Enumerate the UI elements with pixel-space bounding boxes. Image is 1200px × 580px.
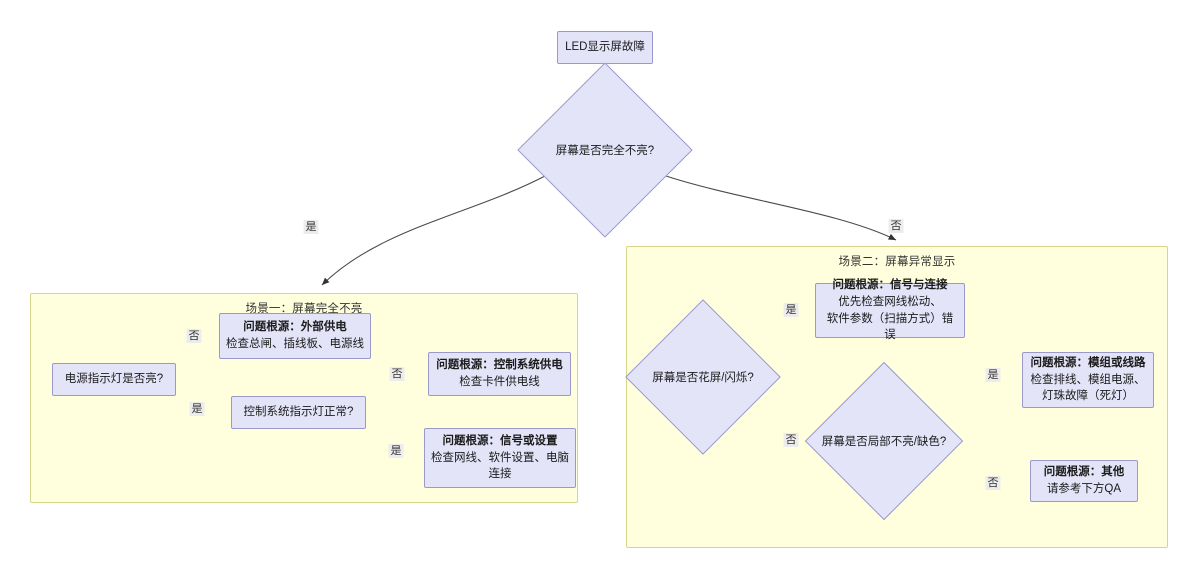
cause-module-circuit-detail-line2: 灯珠故障（死灯） <box>1042 390 1134 403</box>
node-start-label: LED显示屏故障 <box>565 41 645 54</box>
node-partial-decision-label: 屏幕是否局部不亮/缺色? <box>821 436 947 448</box>
edge-label-flicker-no: 否 <box>783 432 799 448</box>
node-cause-control-power[interactable]: 问题根源：控制系统供电 检查卡件供电线 <box>428 352 571 396</box>
node-root-decision-label: 屏幕是否完全不亮? <box>555 145 655 157</box>
subgraph-scenario-one-title: 场景一：屏幕完全不亮 <box>245 303 363 315</box>
node-partial-decision[interactable]: 屏幕是否局部不亮/缺色? <box>804 361 964 521</box>
node-power-led-decision-label: 电源指示灯是否亮? <box>64 373 164 386</box>
node-root-decision[interactable]: 屏幕是否完全不亮? <box>517 62 693 238</box>
node-cause-signal-settings[interactable]: 问题根源：信号或设置 检查网线、软件设置、电脑 连接 <box>424 428 576 488</box>
cause-control-power-detail: 检查卡件供电线 <box>459 376 540 388</box>
node-cause-other[interactable]: 问题根源：其他 请参考下方QA <box>1030 460 1138 502</box>
edge-label-control-no: 否 <box>389 366 405 382</box>
edge-root-no <box>665 175 897 241</box>
cause-external-power-title: 问题根源：外部供电 <box>243 321 347 334</box>
node-start[interactable]: LED显示屏故障 <box>557 31 653 64</box>
node-flicker-decision[interactable]: 屏幕是否花屏/闪烁? <box>625 299 781 455</box>
edge-label-partial-no: 否 <box>985 475 1001 491</box>
cause-module-circuit-title: 问题根源：模组或线路 <box>1030 357 1146 369</box>
node-cause-external-power[interactable]: 问题根源：外部供电 检查总闸、插线板、电源线 <box>219 313 371 359</box>
edge-label-control-yes: 是 <box>388 443 404 459</box>
edge-label-power-no: 否 <box>186 328 202 344</box>
edge-label-root-no: 否 <box>888 218 904 234</box>
edge-label-power-yes: 是 <box>189 401 205 417</box>
node-power-led-decision[interactable]: 电源指示灯是否亮? <box>52 363 176 396</box>
edge-label-root-yes: 是 <box>303 219 319 235</box>
node-cause-signal-connection[interactable]: 问题根源：信号与连接 优先检查网线松动、 软件参数（扫描方式）错误 <box>815 279 965 341</box>
cause-other-title: 问题根源：其他 <box>1043 466 1125 479</box>
cause-signal-settings-detail-line1: 检查网线、软件设置、电脑 <box>431 451 569 464</box>
edge-label-flicker-yes: 是 <box>783 302 799 318</box>
edge-label-partial-yes: 是 <box>985 367 1001 383</box>
node-flicker-decision-label: 屏幕是否花屏/闪烁? <box>652 372 754 384</box>
cause-external-power-detail: 检查总闸、插线板、电源线 <box>226 338 364 350</box>
edge-root-yes <box>321 175 546 286</box>
cause-signal-connection-detail-line2: 软件参数（扫描方式）错误 <box>826 312 954 342</box>
node-control-led-decision[interactable]: 控制系统指示灯正常? <box>231 396 366 429</box>
cause-signal-settings-detail-line2: 连接 <box>488 468 512 481</box>
node-cause-module-circuit[interactable]: 问题根源：模组或线路 检查排线、模组电源、 灯珠故障（死灯） <box>1022 352 1154 408</box>
cause-other-detail: 请参考下方QA <box>1046 483 1122 495</box>
cause-control-power-title: 问题根源：控制系统供电 <box>436 359 563 372</box>
cause-module-circuit-detail-line1: 检查排线、模组电源、 <box>1030 373 1146 386</box>
node-control-led-decision-label: 控制系统指示灯正常? <box>243 406 354 419</box>
subgraph-scenario-two-title: 场景二：屏幕异常显示 <box>838 256 956 268</box>
cause-signal-connection-title: 问题根源：信号与连接 <box>832 279 948 292</box>
cause-signal-settings-title: 问题根源：信号或设置 <box>442 434 558 447</box>
cause-signal-connection-detail-line1: 优先检查网线松动、 <box>838 295 942 308</box>
